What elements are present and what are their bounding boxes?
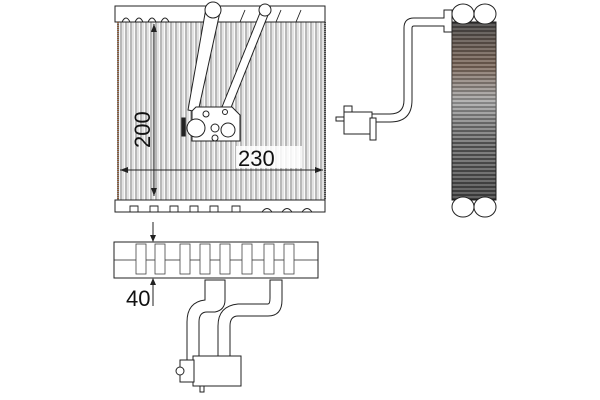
side-view [335, 3, 497, 218]
dimension-width-label: 230 [238, 146, 275, 171]
dimension-height: 200 [130, 24, 157, 196]
top-view: 40 [113, 222, 319, 393]
dimension-width: 230 [120, 146, 323, 173]
front-pipes [181, 1, 272, 142]
front-view: 200 230 [114, 1, 326, 213]
dimension-height-label: 200 [130, 111, 155, 148]
dimension-depth-label: 40 [126, 286, 150, 311]
